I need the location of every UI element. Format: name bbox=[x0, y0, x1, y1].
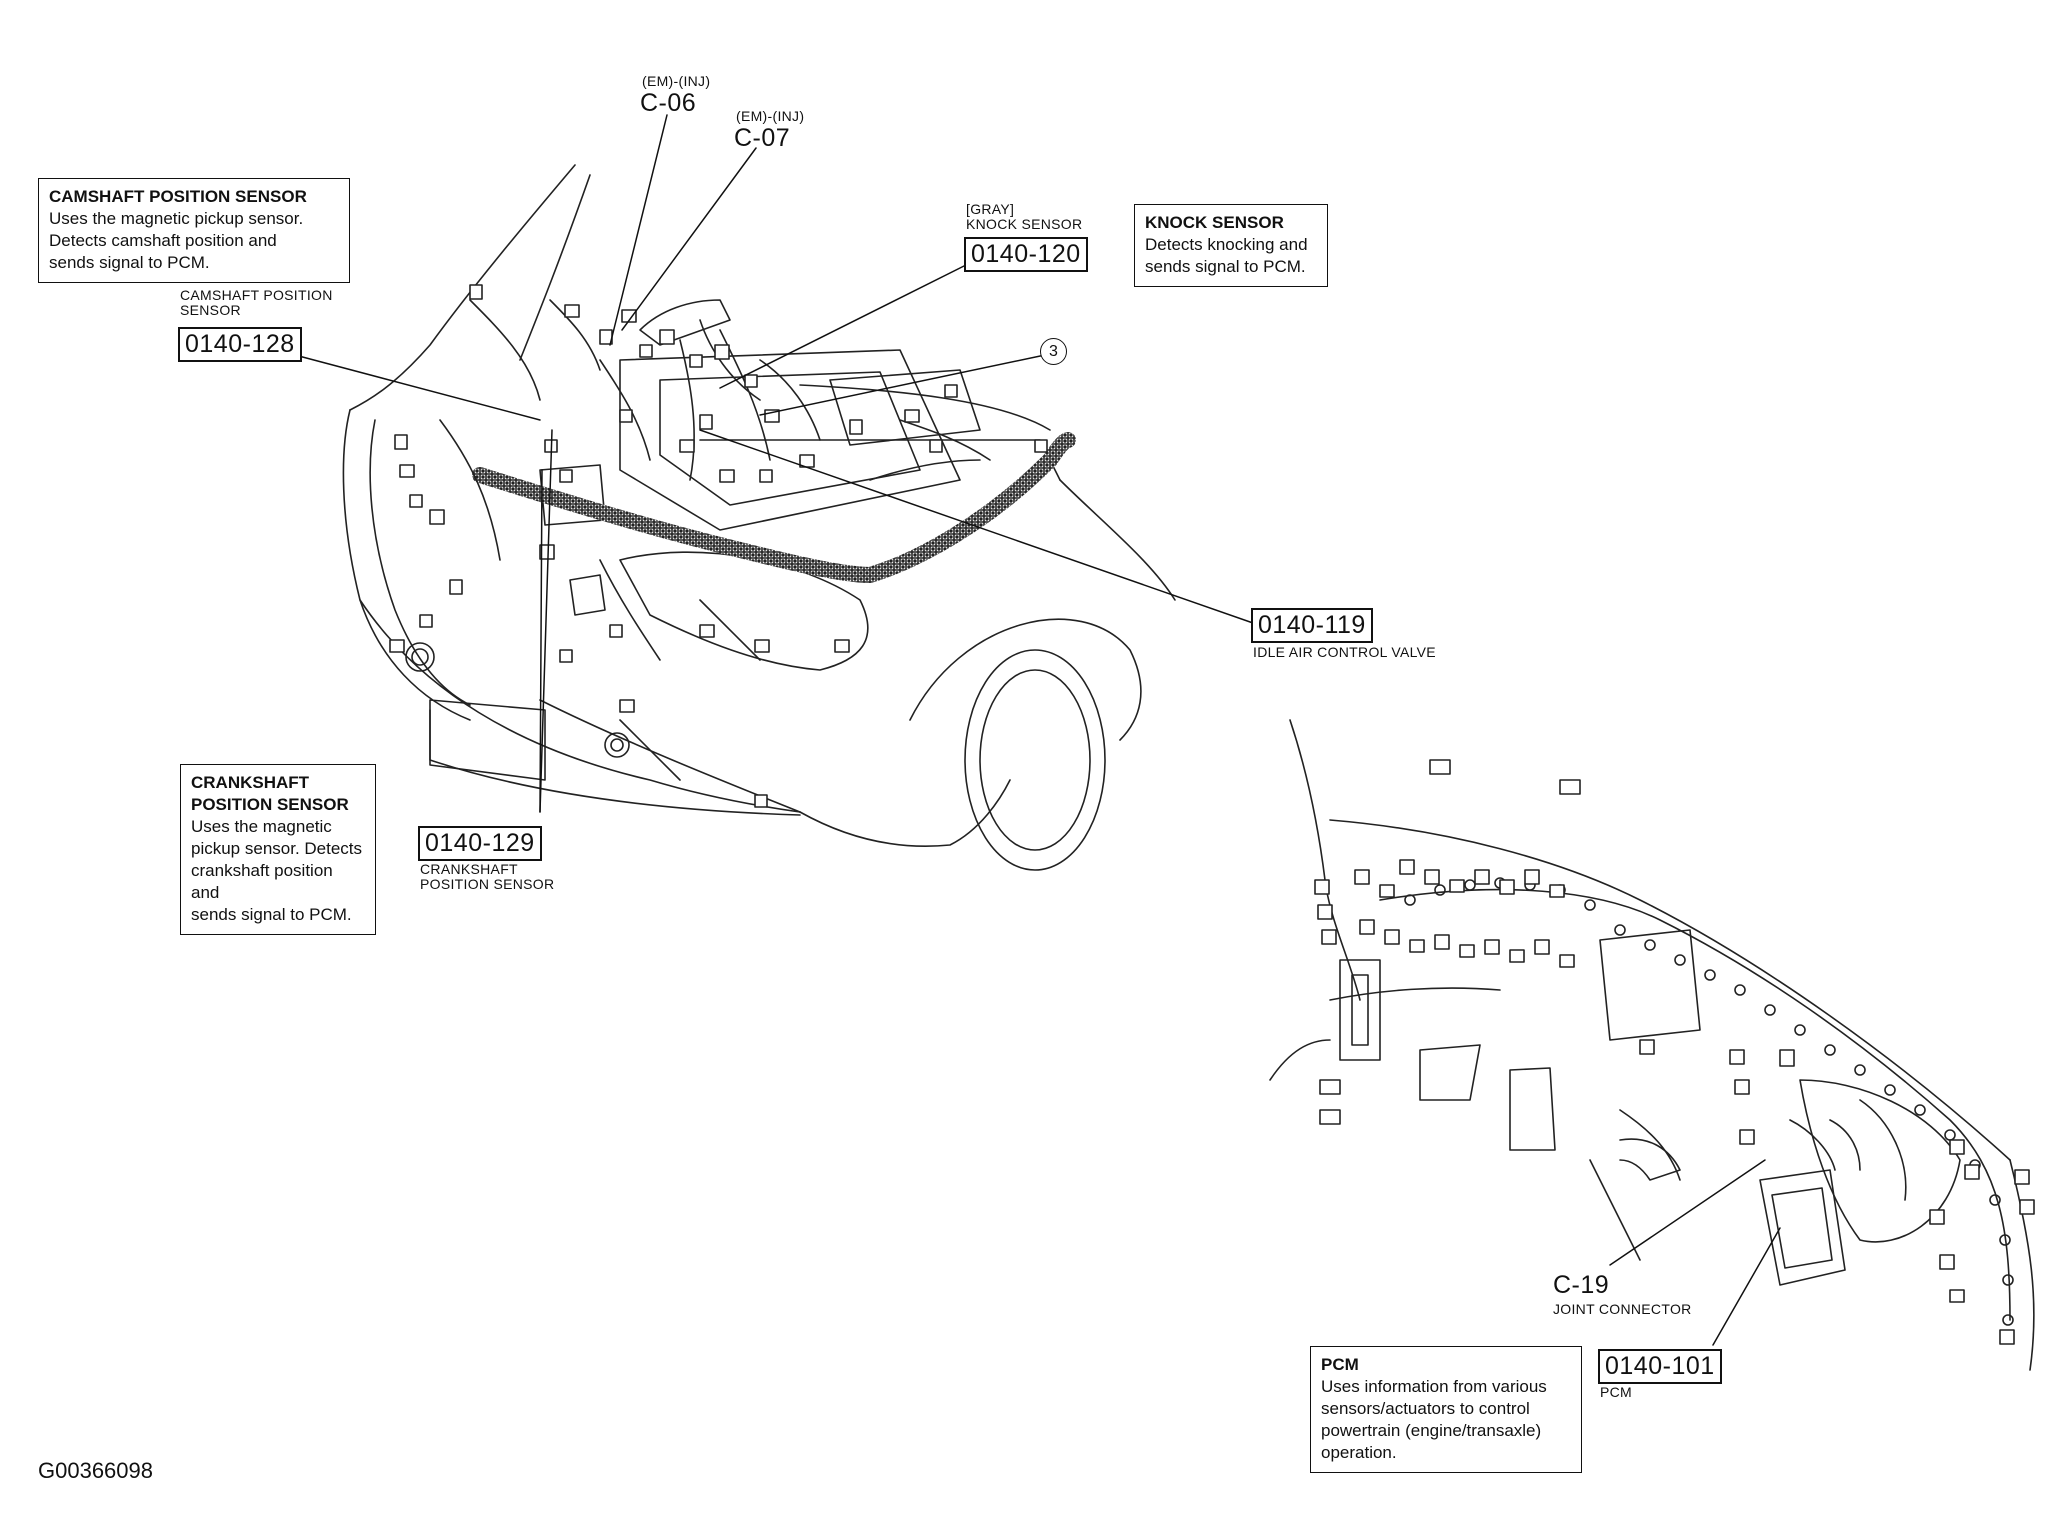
wheel-arch bbox=[909, 618, 1142, 741]
firewall-outline bbox=[1289, 719, 1361, 1001]
crankshaft-info-title: CRANKSHAFT POSITION SENSOR bbox=[191, 773, 349, 814]
c06-id: C-06 bbox=[640, 89, 697, 117]
bumper-lower bbox=[429, 709, 801, 816]
intake-manifold bbox=[639, 299, 731, 346]
wheel bbox=[964, 649, 1106, 871]
hood-outline bbox=[349, 164, 576, 411]
iac-valve-code: 0140-119 bbox=[1251, 608, 1373, 643]
figure-id: G00366098 bbox=[38, 1458, 153, 1483]
pcm-info-box: PCM Uses information from various sensor… bbox=[1310, 1346, 1582, 1473]
body-side bbox=[1059, 479, 1176, 601]
c06-tag: (EM)-(INJ) bbox=[642, 73, 711, 89]
grille bbox=[429, 699, 546, 781]
dash-lower bbox=[1329, 987, 1501, 1001]
bumper-outline bbox=[359, 599, 801, 813]
engine-block bbox=[619, 349, 961, 531]
cowl-line bbox=[699, 439, 1061, 481]
fuse-block bbox=[1339, 959, 1381, 1061]
engine-block-inner bbox=[659, 371, 921, 506]
cmp-sensor-caption: CAMSHAFT POSITION SENSOR bbox=[180, 287, 333, 318]
fender-right bbox=[799, 779, 1011, 848]
dash-upper bbox=[1329, 819, 2011, 1161]
a-pillar bbox=[1269, 1039, 1331, 1081]
ecu-box bbox=[569, 574, 606, 616]
camshaft-info-desc: Uses the magnetic pickup sensor. Detects… bbox=[49, 209, 304, 272]
fog-lamp-left bbox=[405, 642, 435, 672]
air-box bbox=[829, 369, 981, 446]
pcm-caption: PCM bbox=[1600, 1384, 1633, 1400]
iac-valve-caption: IDLE AIR CONTROL VALVE bbox=[1253, 644, 1436, 660]
engine-harness-band bbox=[472, 432, 1076, 583]
engine-bay-illustration bbox=[342, 164, 1176, 871]
fender-inner bbox=[369, 419, 471, 706]
c07-id: C-07 bbox=[734, 124, 791, 152]
strut-brace bbox=[799, 384, 1051, 431]
pcm-info-desc: Uses information from various sensors/ac… bbox=[1321, 1377, 1547, 1462]
crankshaft-info-box: CRANKSHAFT POSITION SENSOR Uses the magn… bbox=[180, 764, 376, 935]
knock-sensor-code: 0140-120 bbox=[964, 237, 1088, 272]
steering-column bbox=[1619, 1109, 1681, 1181]
wheel-rim bbox=[979, 669, 1091, 851]
pcm-bracket bbox=[1789, 1119, 1836, 1171]
kick-panel bbox=[2009, 1159, 2035, 1371]
c19-id: C-19 bbox=[1553, 1271, 1610, 1299]
clutch-pedal bbox=[1509, 1067, 1556, 1151]
fender-left bbox=[342, 409, 471, 721]
c19-caption: JOINT CONNECTOR bbox=[1553, 1301, 1692, 1317]
dash-connectors bbox=[1314, 759, 2035, 1345]
cmp-sensor-code: 0140-128 bbox=[178, 327, 302, 362]
crankshaft-info-desc: Uses the magnetic pickup sensor. Detects… bbox=[191, 817, 363, 924]
pcm-info-title: PCM bbox=[1321, 1355, 1359, 1374]
brake-pedal bbox=[1419, 1044, 1481, 1101]
pcm-code: 0140-101 bbox=[1598, 1349, 1722, 1384]
ckp-sensor-code: 0140-129 bbox=[418, 826, 542, 861]
dash-harness bbox=[1379, 888, 2011, 1321]
pcm-module bbox=[1759, 1169, 1846, 1286]
camshaft-info-box: CAMSHAFT POSITION SENSOR Uses the magnet… bbox=[38, 178, 350, 283]
ckp-sensor-caption: CRANKSHAFT POSITION SENSOR bbox=[420, 861, 555, 892]
leader-lines bbox=[294, 114, 1781, 1346]
fog-lamp-right bbox=[604, 732, 630, 758]
intake-pipe bbox=[699, 319, 761, 401]
knock-info-title: KNOCK SENSOR bbox=[1145, 213, 1284, 232]
knock-info-box: KNOCK SENSOR Detects knocking and sends … bbox=[1134, 204, 1328, 287]
duct bbox=[1859, 1099, 1907, 1201]
dashboard-illustration bbox=[1269, 719, 2035, 1371]
bumper-front-line bbox=[539, 699, 801, 813]
camshaft-info-title: CAMSHAFT POSITION SENSOR bbox=[49, 187, 307, 206]
knock-sensor-caption: [GRAY] KNOCK SENSOR bbox=[966, 201, 1083, 232]
reference-number-3: 3 bbox=[1040, 338, 1067, 365]
hood-left-edge bbox=[519, 174, 591, 361]
dash-panel bbox=[1599, 929, 1701, 1041]
c07-tag: (EM)-(INJ) bbox=[736, 108, 805, 124]
engine-connectors bbox=[389, 284, 1048, 808]
glovebox bbox=[1799, 1079, 1961, 1243]
knock-info-desc: Detects knocking and sends signal to PCM… bbox=[1145, 235, 1308, 276]
